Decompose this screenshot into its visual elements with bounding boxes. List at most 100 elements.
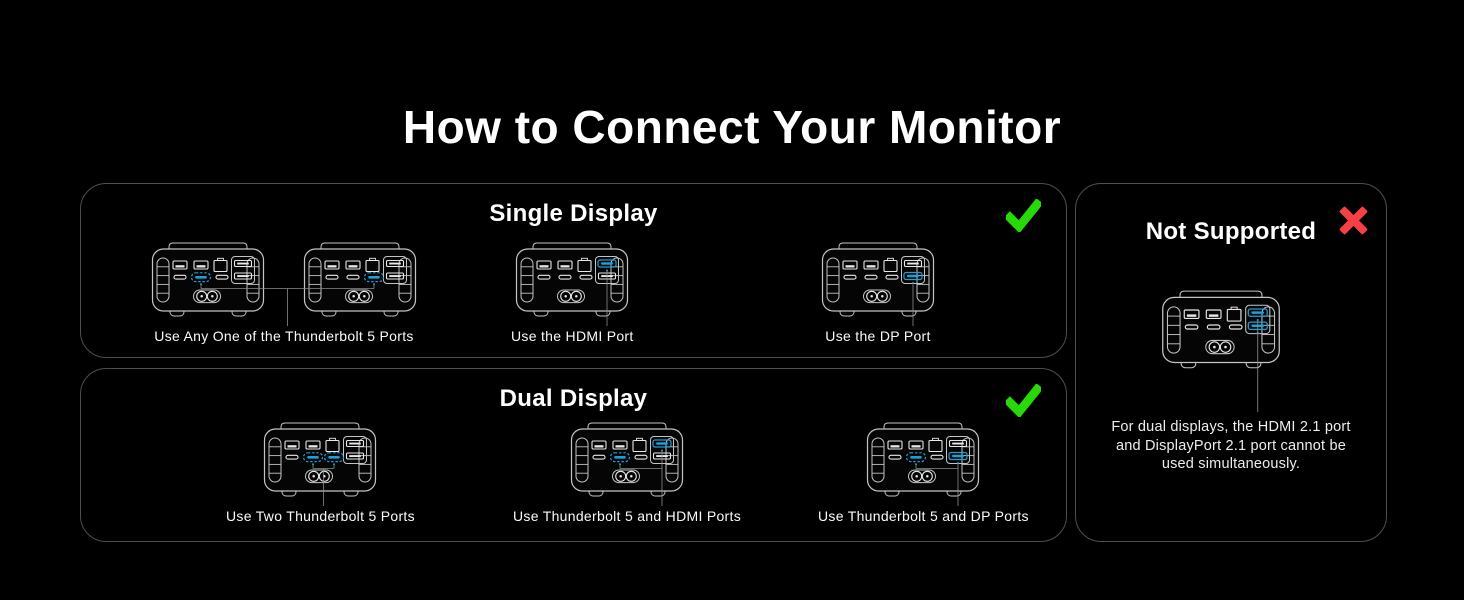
usb-a-port <box>863 260 879 270</box>
device-lid <box>320 242 400 251</box>
usb-a-port <box>842 260 858 270</box>
usb-a-port <box>591 440 607 450</box>
connection-figure <box>1158 289 1284 413</box>
power-pin <box>196 290 208 302</box>
ethernet-clip <box>887 257 894 261</box>
vent-column <box>826 257 840 303</box>
device-lid <box>280 422 360 431</box>
dp-port-inner <box>389 275 401 277</box>
hdmi-pointer-dot <box>661 449 663 452</box>
usb-a-tongue <box>287 445 297 448</box>
dp-port-inner <box>237 275 249 277</box>
connection-figure: Use Two Thunderbolt 5 Ports <box>226 421 415 524</box>
power-pin-dot <box>352 295 355 298</box>
usb-a-tongue <box>1208 314 1219 317</box>
thunderbolt-left-port <box>910 456 923 459</box>
device-lid <box>838 242 918 251</box>
usb-c-port <box>325 274 339 280</box>
power-pin <box>358 290 370 302</box>
mini-pc-device <box>821 242 935 317</box>
power-pin-dot <box>564 295 568 298</box>
ethernet-clip <box>329 437 337 441</box>
device-illustration <box>151 242 417 326</box>
power-pin <box>1208 341 1221 353</box>
usb-a-tongue <box>539 265 549 268</box>
device-body <box>1162 296 1280 364</box>
thunderbolt-left-port <box>307 456 320 459</box>
power-pin <box>911 470 923 482</box>
device-lid <box>883 422 963 431</box>
usb-c-port <box>173 274 187 280</box>
usb-a-tongue <box>196 265 206 268</box>
device-illustration <box>570 422 684 506</box>
power-pin <box>348 290 360 302</box>
power-pin <box>1219 341 1232 353</box>
usb-c-port <box>537 274 551 280</box>
power-inlet <box>612 469 640 484</box>
power-inlet <box>345 289 373 304</box>
usb-a-port <box>305 440 322 450</box>
mini-pc-device <box>303 242 417 317</box>
usb-c-port <box>592 454 606 460</box>
vent-column <box>268 437 282 483</box>
thunderbolt-left-pointer-dot <box>200 283 202 286</box>
ethernet-clip <box>369 257 376 261</box>
device-body <box>867 428 980 492</box>
connection-figure: Use Thunderbolt 5 and HDMI Ports <box>513 421 741 524</box>
device-body <box>516 248 629 312</box>
usb-a-port <box>887 440 903 450</box>
device-body <box>570 428 684 492</box>
vent-column <box>308 257 322 303</box>
power-inlet <box>908 469 937 484</box>
thunderbolt-left-pointer-dot <box>915 463 918 466</box>
dp-port-highlight <box>948 451 969 461</box>
power-pin <box>922 470 934 482</box>
usb-a-port <box>557 260 573 270</box>
hdmi-port <box>346 439 365 448</box>
power-pin-dot <box>870 295 873 298</box>
thunderbolt-left-port <box>1206 324 1221 330</box>
panel-dual-display: Dual Display Use Two Thunderbolt 5 Ports… <box>80 368 1067 542</box>
connection-figure: Use Any One of the Thunderbolt 5 Ports <box>148 241 420 344</box>
usb-a-port <box>1183 309 1200 319</box>
hdmi-port-inner <box>349 442 362 445</box>
power-pin <box>319 470 331 482</box>
power-pin-dot <box>211 295 214 298</box>
ethernet-clip <box>1230 306 1238 310</box>
power-pin-dot <box>1213 345 1216 349</box>
vent-column <box>665 437 679 483</box>
page-title: How to Connect Your Monitor <box>402 101 1062 153</box>
device-illustration <box>516 242 629 326</box>
hdmi-port-highlight <box>652 439 672 448</box>
mini-pc-device <box>867 422 980 497</box>
thunderbolt-left-port <box>864 274 878 280</box>
mini-pc-device <box>264 422 377 497</box>
thunderbolt-left-port-highlight <box>190 272 212 283</box>
power-pin <box>571 290 583 302</box>
dp-port <box>952 454 965 458</box>
power-pin <box>866 290 878 302</box>
thunderbolt-right-pointer-dot <box>333 463 336 466</box>
power-pin <box>625 470 637 482</box>
power-inlet <box>557 289 586 304</box>
device-body <box>151 248 265 312</box>
thunderbolt-right-port <box>885 274 899 280</box>
usb-a-port <box>193 260 209 270</box>
usb-a-tongue <box>560 265 570 268</box>
mini-pc-device <box>516 242 629 317</box>
power-pin-dot <box>575 295 578 298</box>
usb-a-tongue <box>327 265 337 268</box>
mini-pc-device <box>1162 290 1280 369</box>
usb-a-tongue <box>845 265 855 268</box>
device-illustration <box>821 242 935 326</box>
ethernet-clip <box>581 257 589 261</box>
device-lid <box>168 242 248 251</box>
thunderbolt-right-port <box>1228 324 1243 330</box>
hdmi-port <box>1251 311 1265 314</box>
usb-a-tongue <box>866 265 876 268</box>
usb-c-port <box>1184 324 1199 330</box>
thunderbolt-left-port-highlight <box>609 452 631 463</box>
figure-caption: Use Thunderbolt 5 and HDMI Ports <box>513 508 742 524</box>
usb-a-port <box>612 440 628 450</box>
hdmi-port <box>385 259 405 268</box>
